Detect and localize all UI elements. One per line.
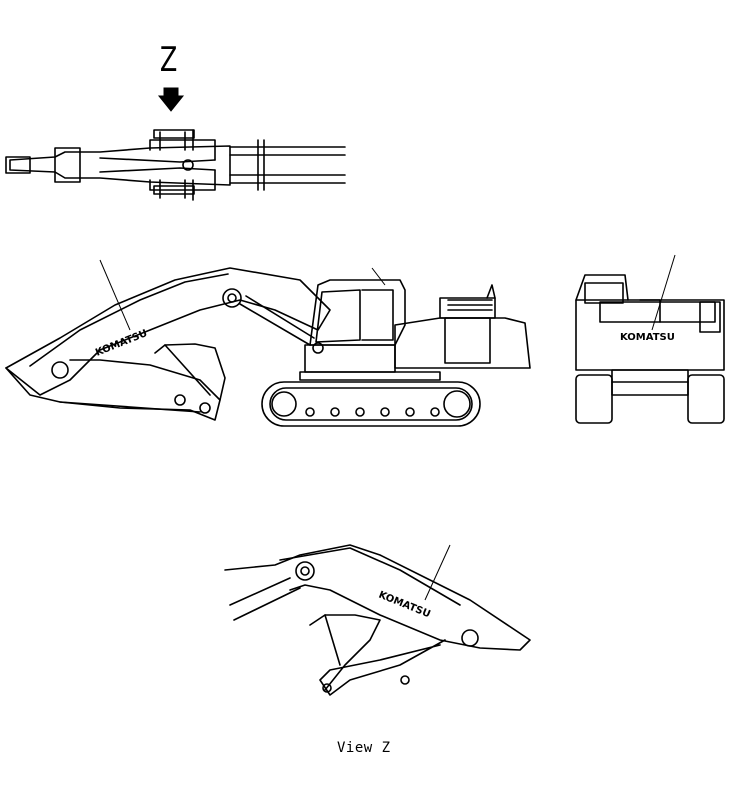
rear-logo: KOMATSU [620, 332, 675, 343]
excavator-rear-view: KOMATSU [575, 254, 725, 424]
view-z-boom-detail: KOMATSU [224, 544, 531, 696]
boom-logo: KOMATSU [94, 328, 149, 359]
view-z-caption: View Z [337, 740, 391, 756]
excavator-side-view: KOMATSU [5, 259, 531, 427]
view-direction-arrow-icon [157, 87, 185, 112]
view-z-logo: KOMATSU [377, 590, 432, 621]
view-z-letter: Z [159, 40, 178, 80]
boom-top-view [5, 129, 346, 201]
